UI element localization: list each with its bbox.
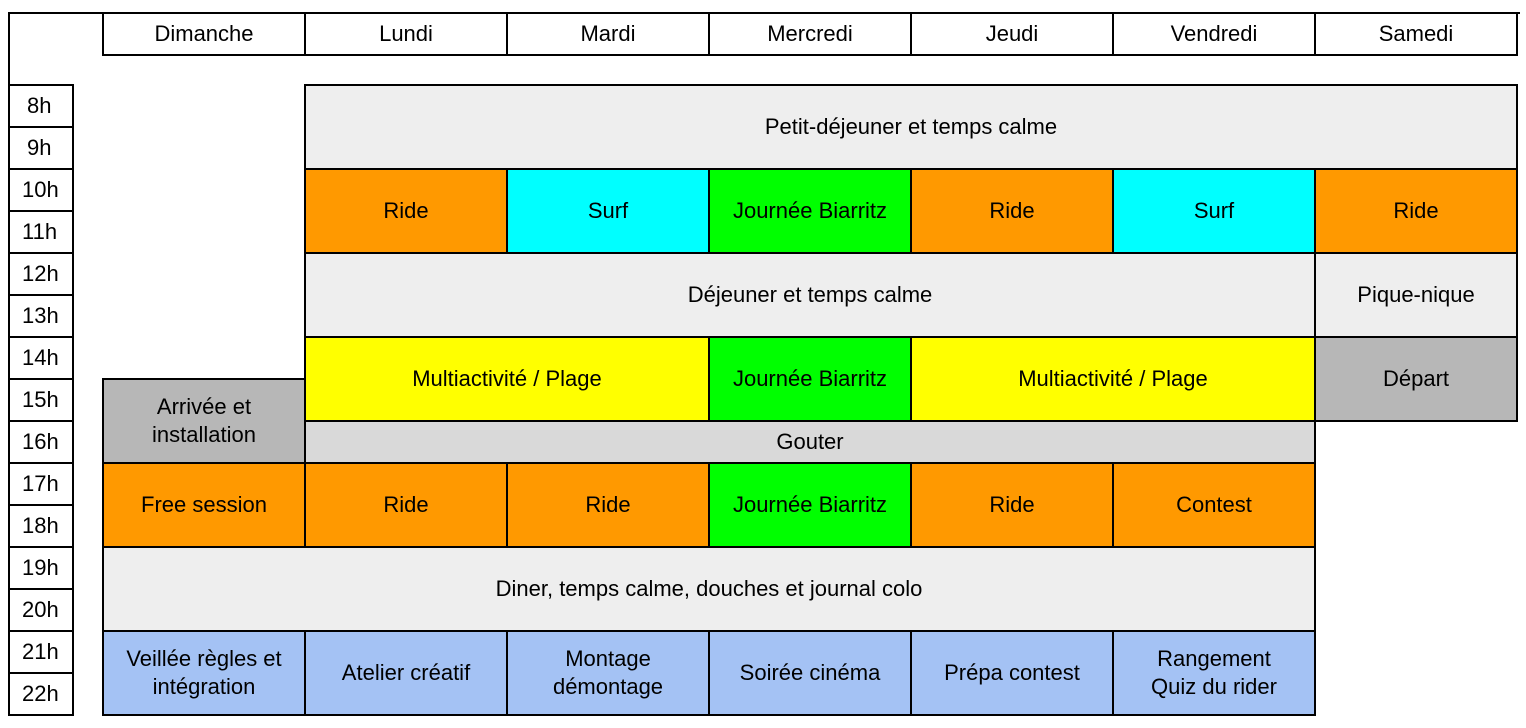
- event-label: Contest: [1176, 492, 1252, 517]
- event-label: Montage démontage: [552, 646, 664, 699]
- event-label: Diner, temps calme, douches et journal c…: [495, 576, 923, 601]
- day-header-vendredi: Vendredi: [1112, 12, 1316, 56]
- event-cell[interactable]: Ride: [910, 462, 1114, 548]
- hour-label: 8h: [8, 84, 74, 128]
- event-label: Ride: [383, 198, 429, 223]
- event-cell[interactable]: Pique-nique: [1314, 252, 1518, 338]
- event-cell[interactable]: Veillée règles et intégration: [102, 630, 306, 716]
- hour-label: 10h: [8, 168, 74, 212]
- hour-label: 18h: [8, 504, 74, 548]
- event-label: Déjeuner et temps calme: [687, 282, 933, 307]
- hour-label: 11h: [8, 210, 74, 254]
- event-cell[interactable]: Multiactivité / Plage: [304, 336, 710, 422]
- event-cell[interactable]: Ride: [506, 462, 710, 548]
- event-label: Surf: [587, 198, 629, 223]
- event-label: Journée Biarritz: [732, 198, 888, 223]
- hour-label: 13h: [8, 294, 74, 338]
- event-label: Multiactivité / Plage: [1018, 366, 1208, 391]
- day-header-samedi: Samedi: [1314, 12, 1518, 56]
- event-label: Départ: [1382, 366, 1450, 391]
- event-cell[interactable]: Arrivée et installation: [102, 378, 306, 464]
- event-label: Arrivée et installation: [152, 394, 256, 447]
- hour-label: 21h: [8, 630, 74, 674]
- hour-label: 20h: [8, 588, 74, 632]
- hour-label: 12h: [8, 252, 74, 296]
- event-cell[interactable]: Surf: [506, 168, 710, 254]
- event-cell[interactable]: Journée Biarritz: [708, 336, 912, 422]
- day-header-lundi: Lundi: [304, 12, 508, 56]
- event-cell[interactable]: Montage démontage: [506, 630, 710, 716]
- event-cell[interactable]: Ride: [910, 168, 1114, 254]
- event-label: Ride: [1393, 198, 1439, 223]
- event-cell[interactable]: Contest: [1112, 462, 1316, 548]
- event-label: Surf: [1193, 198, 1235, 223]
- event-cell[interactable]: Journée Biarritz: [708, 168, 912, 254]
- day-header-dimanche: Dimanche: [102, 12, 306, 56]
- event-cell[interactable]: Petit-déjeuner et temps calme: [304, 84, 1518, 170]
- hour-label: 16h: [8, 420, 74, 464]
- hour-label: 9h: [8, 126, 74, 170]
- day-header-jeudi: Jeudi: [910, 12, 1114, 56]
- event-cell[interactable]: Free session: [102, 462, 306, 548]
- event-cell[interactable]: Surf: [1112, 168, 1316, 254]
- event-label: Journée Biarritz: [732, 366, 888, 391]
- hour-label: 15h: [8, 378, 74, 422]
- event-cell[interactable]: Déjeuner et temps calme: [304, 252, 1316, 338]
- event-cell[interactable]: Rangement Quiz du rider: [1112, 630, 1316, 716]
- event-cell[interactable]: Soirée cinéma: [708, 630, 912, 716]
- event-label: Free session: [141, 492, 267, 517]
- event-label: Pique-nique: [1357, 282, 1475, 307]
- event-cell[interactable]: Prépa contest: [910, 630, 1114, 716]
- event-label: Petit-déjeuner et temps calme: [764, 114, 1058, 139]
- day-header-mercredi: Mercredi: [708, 12, 912, 56]
- hour-label: 19h: [8, 546, 74, 590]
- event-label: Veillée règles et intégration: [126, 646, 282, 699]
- event-cell[interactable]: Diner, temps calme, douches et journal c…: [102, 546, 1316, 632]
- event-label: Ride: [989, 198, 1035, 223]
- hour-label: 14h: [8, 336, 74, 380]
- hour-label: 17h: [8, 462, 74, 506]
- event-label: Gouter: [776, 429, 844, 454]
- event-cell[interactable]: Atelier créatif: [304, 630, 508, 716]
- hour-label: 22h: [8, 672, 74, 716]
- event-label: Rangement Quiz du rider: [1151, 646, 1277, 699]
- event-label: Journée Biarritz: [732, 492, 888, 517]
- event-cell[interactable]: Gouter: [304, 420, 1316, 464]
- event-label: Ride: [989, 492, 1035, 517]
- event-cell[interactable]: Ride: [304, 168, 508, 254]
- event-label: Multiactivité / Plage: [412, 366, 602, 391]
- event-cell[interactable]: Départ: [1314, 336, 1518, 422]
- event-cell[interactable]: Ride: [304, 462, 508, 548]
- event-cell[interactable]: Multiactivité / Plage: [910, 336, 1316, 422]
- event-cell[interactable]: Journée Biarritz: [708, 462, 912, 548]
- event-label: Atelier créatif: [341, 660, 471, 685]
- day-header-mardi: Mardi: [506, 12, 710, 56]
- event-cell[interactable]: Ride: [1314, 168, 1518, 254]
- event-label: Soirée cinéma: [739, 660, 881, 685]
- event-label: Ride: [585, 492, 631, 517]
- event-label: Ride: [383, 492, 429, 517]
- event-label: Prépa contest: [944, 660, 1080, 685]
